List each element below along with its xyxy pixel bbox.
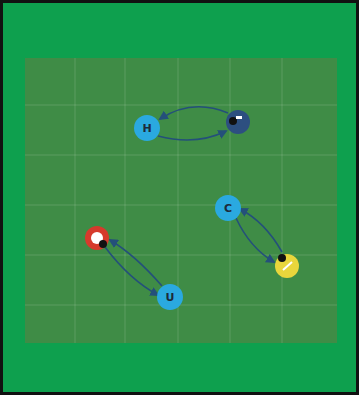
player-dark <box>226 110 250 134</box>
marker-letter: H <box>142 123 151 134</box>
grass <box>25 58 337 343</box>
pass-arrows <box>105 107 282 295</box>
player-yellow <box>275 254 299 278</box>
cone-marker: H <box>134 115 160 141</box>
marker-letter: U <box>166 292 175 303</box>
grid-lines <box>25 58 337 343</box>
cone-marker: U <box>157 284 183 310</box>
marker-letter: C <box>224 203 232 214</box>
player-red <box>85 226 109 250</box>
cone-marker: C <box>215 195 241 221</box>
